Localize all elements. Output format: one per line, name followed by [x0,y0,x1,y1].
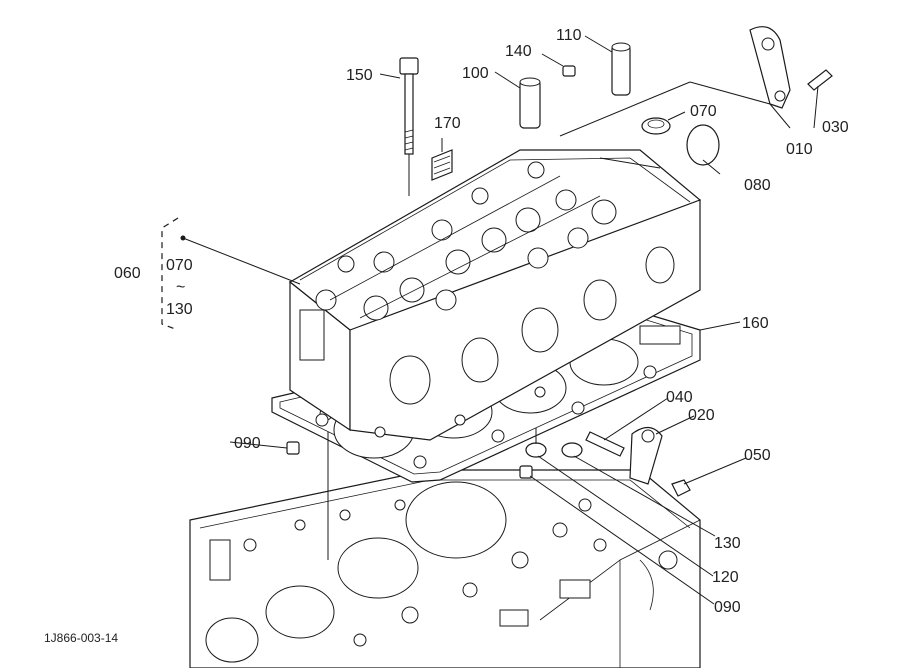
head-bolt-150 [399,57,419,155]
label-100: 100 [462,65,489,82]
label-150: 150 [346,67,373,84]
plug-090-left [286,441,300,455]
seal-120 [525,442,547,458]
label-080: 080 [744,177,771,194]
plug-140 [562,65,576,77]
cylinder-head [288,149,702,441]
label-070-top: 070 [690,103,717,120]
label-040: 040 [666,389,693,406]
label-050: 050 [744,447,771,464]
seal-ring-070 [641,117,671,135]
label-090-bottom: 090 [714,599,741,616]
label-030: 030 [822,119,849,136]
group-bracket [161,217,179,331]
seal-130 [561,442,583,458]
label-090-left: 090 [234,435,261,452]
figure-reference: 1J866-003-14 [44,631,118,645]
valve-guide-100 [519,77,541,129]
label-130: 130 [714,535,741,552]
engine-block [189,469,701,668]
leader-lines [182,35,819,605]
label-range-start: 070 [166,257,193,274]
label-range-tilde: ~ [176,279,185,296]
label-range-end: 130 [166,301,193,318]
plate-170 [431,149,453,181]
label-120: 120 [712,569,739,586]
bracket-020 [629,426,663,485]
bolt-030 [807,69,833,91]
label-140: 140 [505,43,532,60]
cap-080 [686,124,720,166]
nut-050 [671,479,691,497]
label-010: 010 [786,141,813,158]
label-060: 060 [114,265,141,282]
group-dot [180,235,186,241]
label-110: 110 [556,27,582,44]
lifting-hook-010 [749,26,791,109]
label-160: 160 [742,315,769,332]
label-020: 020 [688,407,715,424]
valve-guide-110 [611,42,631,96]
label-170: 170 [434,115,461,132]
plug-090-bottom [519,465,533,479]
stud-040 [585,431,625,457]
